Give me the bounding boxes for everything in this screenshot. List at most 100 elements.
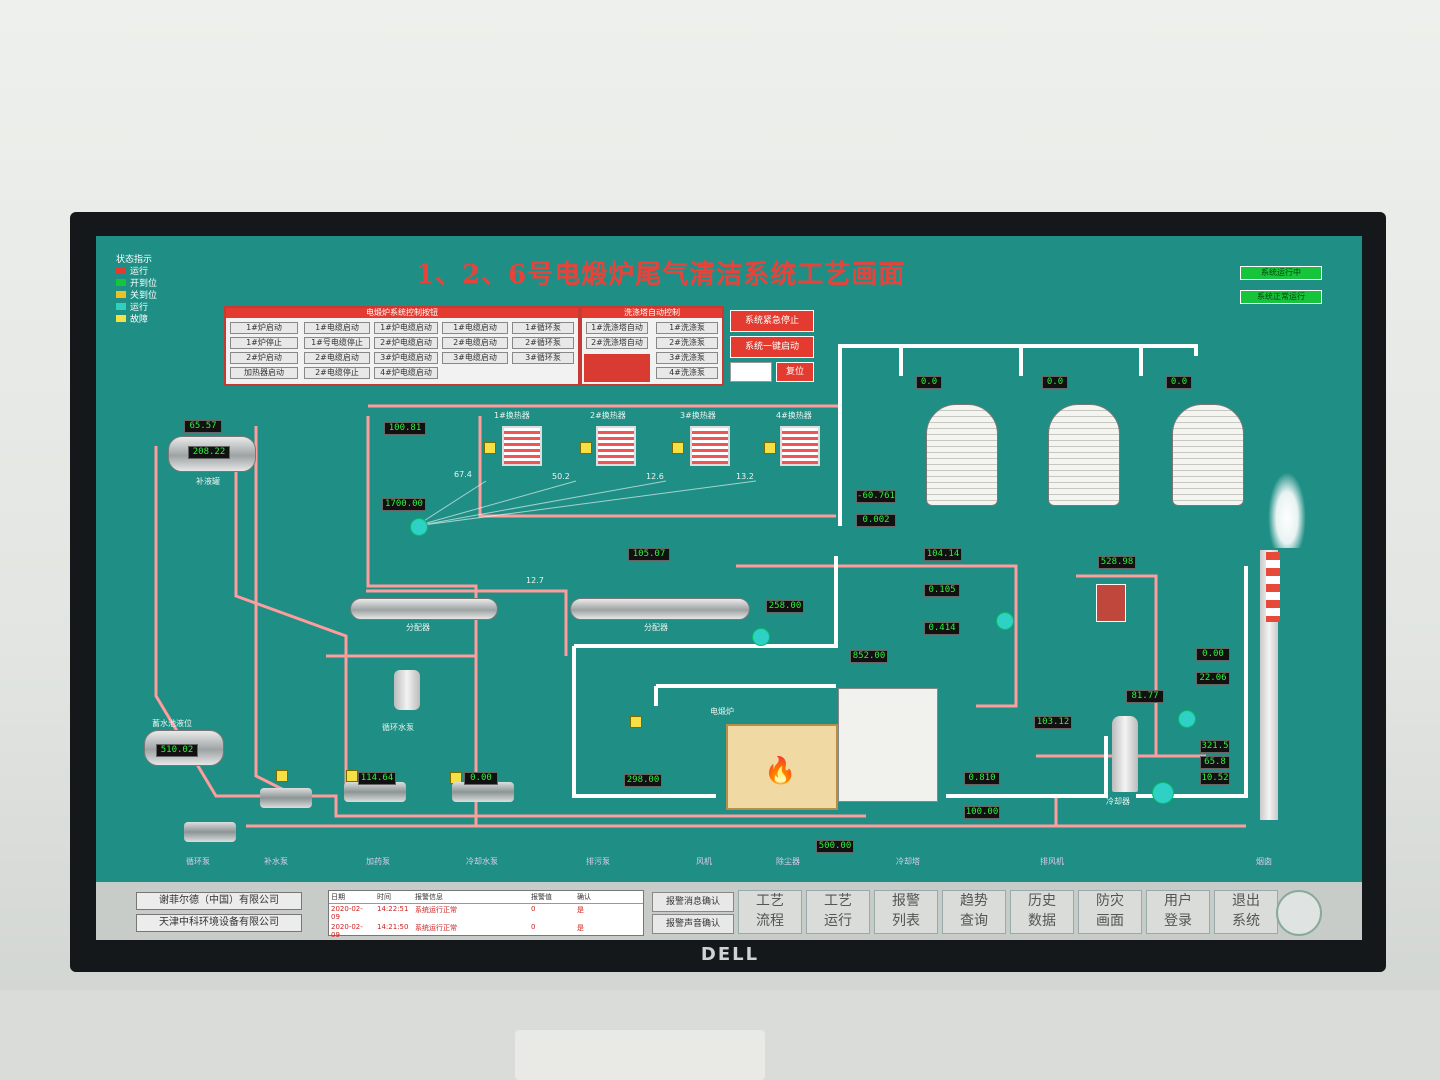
nav-process-flow[interactable]: 工艺流程 <box>738 890 802 934</box>
bottom-label: 烟囱 <box>1256 857 1272 866</box>
control-col5-btn[interactable]: 2#循环泵 <box>512 337 574 349</box>
distributor-2 <box>570 598 750 620</box>
blower-fan-4[interactable] <box>1178 710 1196 728</box>
stack-1-value: 321.5 <box>1200 740 1230 753</box>
temp-c-value: 852.00 <box>850 650 888 663</box>
hx4-label: 4#换热器 <box>776 411 812 420</box>
bottom-label: 风机 <box>696 857 712 866</box>
control-col3-btn[interactable]: 1#炉电缆启动 <box>374 322 438 334</box>
pressure-a-value: 0.105 <box>924 584 960 597</box>
scada-screen: 1、2、6号电煅炉尾气清洁系统工艺画面 状态指示 运行 开到位 关到位 运行 故… <box>96 236 1362 940</box>
nav-trend-query[interactable]: 趋势查询 <box>942 890 1006 934</box>
control-col3-btn[interactable]: 2#炉电缆启动 <box>374 337 438 349</box>
pressure-b-value: 0.414 <box>924 622 960 635</box>
liquid-level-value: 528.98 <box>1098 556 1136 569</box>
ack-alarm-button[interactable]: 报警消息确认 <box>652 892 734 912</box>
control-col5-btn[interactable]: 1#循环泵 <box>512 322 574 334</box>
scrubber-auto-btn[interactable]: 1#洗涤塔自动 <box>586 322 648 334</box>
control-col4-btn[interactable]: 1#电缆启动 <box>442 322 508 334</box>
brand-logo: DELL <box>700 944 760 965</box>
nav-exit-system[interactable]: 退出系统 <box>1214 890 1278 934</box>
alarm-row[interactable]: 2020-02-09 14:21:50 系统运行正常 0 是 <box>329 922 643 940</box>
bottom-label: 排风机 <box>1040 857 1064 866</box>
wash-pump-btn[interactable]: 3#洗涤泵 <box>656 352 718 364</box>
alarm-cell: 是 <box>577 924 584 932</box>
boiler-block <box>838 688 938 802</box>
reset-button[interactable]: 复位 <box>776 362 814 382</box>
legend-heading: 状态指示 <box>116 254 153 265</box>
control-col1-btn[interactable]: 加热器启动 <box>230 367 298 379</box>
pump-2[interactable] <box>184 822 236 842</box>
blower-fan-1[interactable] <box>410 518 428 536</box>
control-col2-btn[interactable]: 2#电缆停止 <box>304 367 370 379</box>
page-title: 1、2、6号电煅炉尾气清洁系统工艺画面 <box>416 260 906 290</box>
valve-1-value: 67.4 <box>454 470 472 479</box>
alarm-cell: 14:22:51 <box>377 905 409 913</box>
control-col1-btn[interactable]: 1#炉启动 <box>230 322 298 334</box>
scrubber-panel-header: 洗涤塔自动控制 <box>582 308 722 318</box>
wash-pump-btn[interactable]: 4#洗涤泵 <box>656 367 718 379</box>
wash-pump-btn[interactable]: 2#洗涤泵 <box>656 337 718 349</box>
ack-sound-button[interactable]: 报警声音确认 <box>652 914 734 934</box>
control-col2-btn[interactable]: 1#号电缆停止 <box>304 337 370 349</box>
nav-process-run[interactable]: 工艺运行 <box>806 890 870 934</box>
warning-icon <box>764 442 776 454</box>
heat-exchanger-3 <box>690 426 730 466</box>
company-1: 谢菲尔德（中国）有限公司 <box>136 892 302 910</box>
chimney-b-value: 22.06 <box>1196 672 1230 685</box>
nav-alarm-list[interactable]: 报警列表 <box>874 890 938 934</box>
monitor-stand <box>515 1030 765 1080</box>
alarm-cell: 2020-02-09 <box>331 905 363 921</box>
control-col2-btn[interactable]: 1#电缆启动 <box>304 322 370 334</box>
bottom-label: 排污泵 <box>586 857 610 866</box>
furnace-label: 电煅炉 <box>710 707 734 716</box>
alarm-col-ack: 确认 <box>577 893 591 901</box>
legend-item: 故障 <box>116 312 196 325</box>
control-col2-btn[interactable]: 2#电缆启动 <box>304 352 370 364</box>
control-col1-btn[interactable]: 2#炉启动 <box>230 352 298 364</box>
scrubber-control-panel: 洗涤塔自动控制 1#洗涤塔自动 2#洗涤塔自动 1#洗涤泵 2#洗涤泵 3#洗涤… <box>580 306 724 386</box>
control-col5-btn[interactable]: 3#循环泵 <box>512 352 574 364</box>
exhaust-fan[interactable] <box>1152 782 1174 804</box>
control-panel: 电煅炉系统控制按钮 1#炉启动 1#炉停止 2#炉启动 加热器启动 1#电缆启动… <box>224 306 580 386</box>
pump-4[interactable] <box>452 782 514 802</box>
one-key-start-button[interactable]: 系统一键启动 <box>730 336 814 358</box>
scrubber-tower-3 <box>1172 404 1244 506</box>
warning-icon <box>346 770 358 782</box>
nav-history-data[interactable]: 历史数据 <box>1010 890 1074 934</box>
emergency-stop-button[interactable]: 系统紧急停止 <box>730 310 814 332</box>
alarm-cell: 系统运行正常 <box>415 924 457 932</box>
warning-icon <box>672 442 684 454</box>
control-col4-btn[interactable]: 3#电缆启动 <box>442 352 508 364</box>
bottom-flow-value: 500.00 <box>816 840 854 853</box>
alarm-row[interactable]: 2020-02-09 14:22:51 系统运行正常 0 是 <box>329 904 643 922</box>
temp-1-value: 104.14 <box>924 548 962 561</box>
hx3-label: 3#换热器 <box>680 411 716 420</box>
control-col4-btn[interactable]: 2#电缆启动 <box>442 337 508 349</box>
reservoir-label: 蓄水池液位 <box>152 719 192 728</box>
valve-5-value: 12.7 <box>526 576 544 585</box>
wash-pump-btn[interactable]: 1#洗涤泵 <box>656 322 718 334</box>
valve-3-value: 12.6 <box>646 472 664 481</box>
control-col1-btn[interactable]: 1#炉停止 <box>230 337 298 349</box>
control-col3-btn[interactable]: 3#炉电缆启动 <box>374 352 438 364</box>
nav-user-login[interactable]: 用户登录 <box>1146 890 1210 934</box>
scrubber-auto-btn[interactable]: 2#洗涤塔自动 <box>586 337 648 349</box>
pump-1[interactable] <box>260 788 312 808</box>
pump-2-value: 0.00 <box>464 772 498 785</box>
blower-fan-2[interactable] <box>752 628 770 646</box>
pump-1-value: 114.64 <box>358 772 396 785</box>
legend-item: 开到位 <box>116 276 196 289</box>
blower-fan-3[interactable] <box>996 612 1014 630</box>
outlet-temp-value: 103.12 <box>1034 716 1072 729</box>
warning-icon <box>630 716 642 728</box>
alarm-cell: 0 <box>531 923 536 931</box>
scrubber-3-value: 0.0 <box>1166 376 1192 389</box>
hx2-label: 2#换热器 <box>590 411 626 420</box>
control-col3-btn[interactable]: 4#炉电缆启动 <box>374 367 438 379</box>
spare-button[interactable] <box>730 362 772 382</box>
pump-3[interactable] <box>344 782 406 802</box>
valve-2-value: 50.2 <box>552 472 570 481</box>
nav-disaster-screen[interactable]: 防灾画面 <box>1078 890 1142 934</box>
scrubber-2-value: 0.0 <box>1042 376 1068 389</box>
